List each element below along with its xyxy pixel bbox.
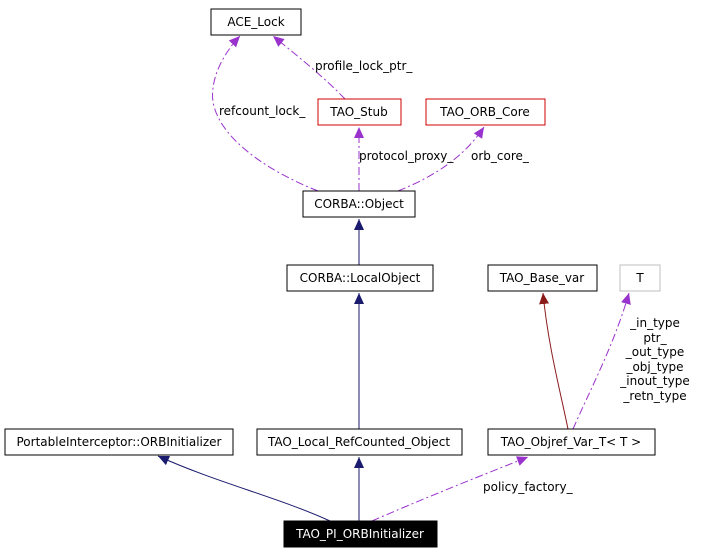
label-template-param: _inout_type bbox=[619, 374, 689, 388]
edge-stub-to-acelock bbox=[272, 35, 346, 100]
node-tao-pi-orbinitializer-label: TAO_PI_ORBInitializer bbox=[295, 527, 424, 541]
node-tao-pi-orbinitializer[interactable]: TAO_PI_ORBInitializer bbox=[283, 520, 438, 548]
label-orb-core: orb_core_ bbox=[471, 149, 530, 163]
node-tao-base-var-label: TAO_Base_var bbox=[499, 271, 585, 285]
edge-objrefvar-to-t bbox=[572, 292, 631, 430]
label-template-param: ptr_ bbox=[643, 331, 667, 345]
node-tao-objref-var-t[interactable]: TAO_Objref_Var_T< T > bbox=[487, 428, 656, 456]
label-protocol-proxy: protocol_proxy_ bbox=[359, 149, 454, 163]
label-template-param: _retn_type bbox=[622, 389, 686, 403]
node-portable-interceptor-label: PortableInterceptor::ORBInitializer bbox=[16, 435, 221, 449]
node-tao-base-var[interactable]: TAO_Base_var bbox=[487, 264, 598, 292]
label-refcount-lock: refcount_lock_ bbox=[219, 104, 306, 118]
node-tao-objref-var-label: TAO_Objref_Var_T< T > bbox=[500, 435, 641, 449]
edge-object-to-orbcore bbox=[397, 126, 485, 192]
node-tao-local-refcounted-object[interactable]: TAO_Local_RefCounted_Object bbox=[256, 428, 463, 456]
node-t[interactable]: T bbox=[619, 264, 661, 292]
node-ace-lock[interactable]: ACE_Lock bbox=[210, 8, 302, 36]
edge-pi-to-portableinterceptor bbox=[157, 455, 331, 522]
node-tao-stub-label: TAO_Stub bbox=[329, 105, 387, 119]
label-template-param: _obj_type bbox=[625, 360, 683, 374]
node-tao-orb-core[interactable]: TAO_ORB_Core bbox=[425, 98, 546, 126]
node-corba-object-label: CORBA::Object bbox=[314, 197, 404, 211]
edge-object-to-acelock bbox=[212, 35, 319, 192]
node-t-label: T bbox=[635, 271, 644, 285]
node-tao-orb-core-label: TAO_ORB_Core bbox=[439, 105, 530, 119]
node-portable-interceptor-orbinitializer[interactable]: PortableInterceptor::ORBInitializer bbox=[4, 428, 234, 456]
node-corba-object[interactable]: CORBA::Object bbox=[302, 190, 416, 218]
edge-pi-to-objrefvar bbox=[371, 456, 529, 522]
label-profile-lock-ptr: profile_lock_ptr_ bbox=[315, 59, 413, 73]
node-ace-lock-label: ACE_Lock bbox=[227, 15, 284, 29]
node-tao-local-refcounted-label: TAO_Local_RefCounted_Object bbox=[267, 435, 450, 449]
label-template-param: _out_type bbox=[625, 345, 684, 359]
node-corba-localobject[interactable]: CORBA::LocalObject bbox=[286, 264, 434, 292]
label-template-param: _in_type bbox=[629, 316, 680, 330]
edge-objrefvar-to-basevar bbox=[539, 292, 569, 430]
node-corba-localobject-label: CORBA::LocalObject bbox=[300, 271, 421, 285]
node-tao-stub[interactable]: TAO_Stub bbox=[317, 98, 402, 126]
label-policy-factory: policy_factory_ bbox=[483, 480, 574, 494]
